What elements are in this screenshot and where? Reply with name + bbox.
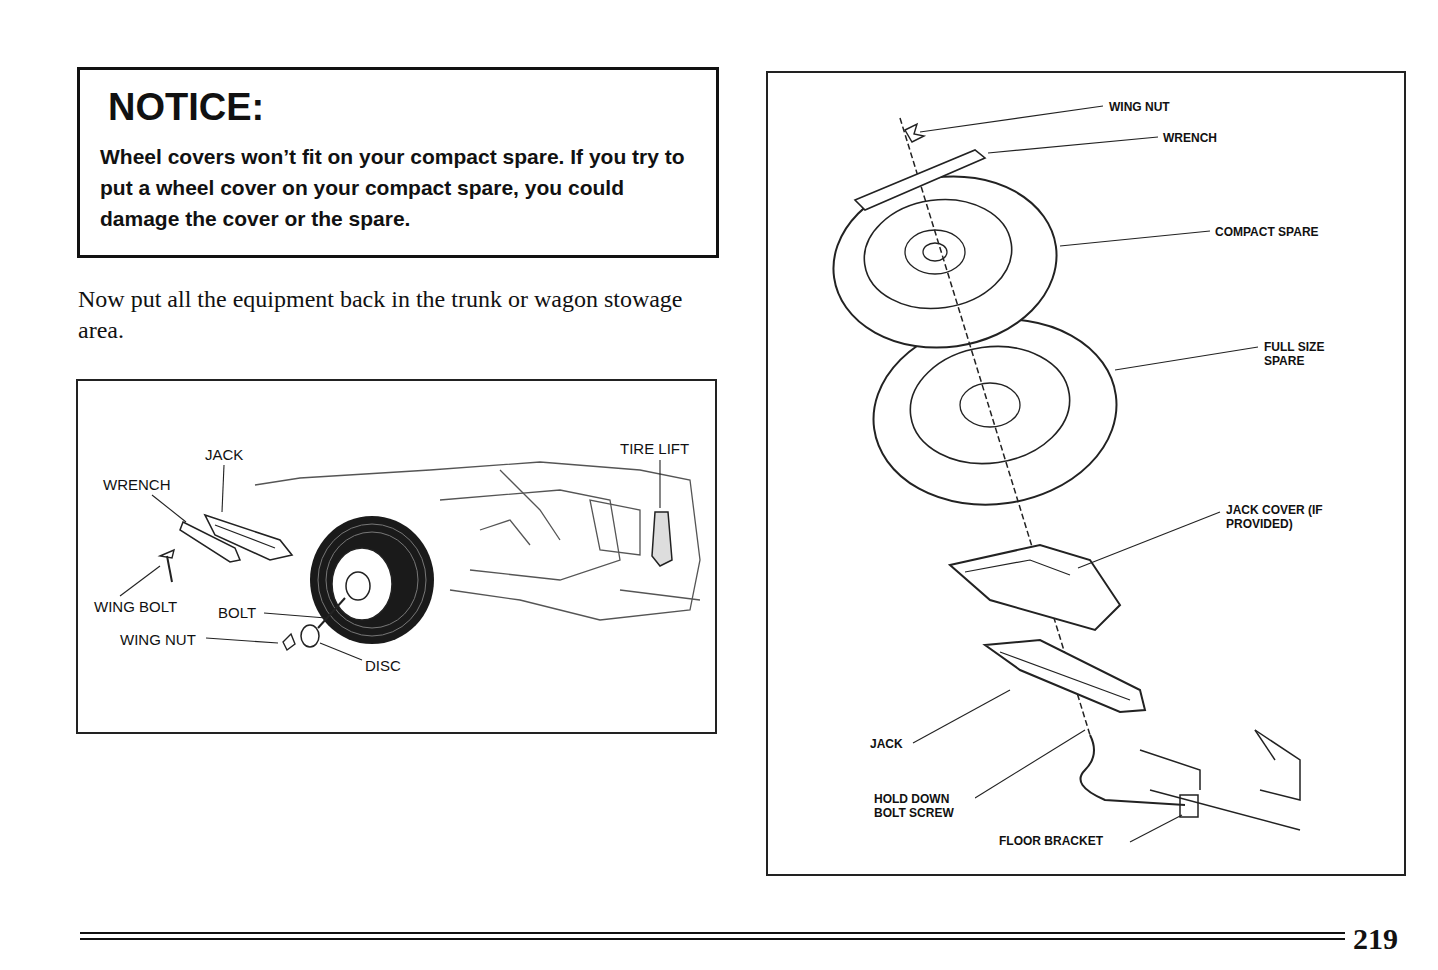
body-paragraph: Now put all the equipment back in the tr…	[77, 284, 719, 346]
part-label: DISC	[364, 657, 402, 674]
part-label: WING NUT	[1108, 100, 1171, 114]
part-label: HOLD DOWN BOLT SCREW	[873, 792, 975, 820]
part-label: JACK COVER (IF PROVIDED)	[1225, 503, 1337, 531]
part-label: BOLT	[217, 604, 257, 621]
part-label: JACK	[204, 446, 244, 463]
part-label: WING NUT	[119, 631, 197, 648]
part-label: FULL SIZE SPARE	[1263, 340, 1345, 368]
part-label: JACK	[869, 737, 904, 751]
part-label: TIRE LIFT	[619, 440, 690, 457]
notice-body: Wheel covers won’t fit on your compact s…	[100, 141, 698, 234]
part-label: FLOOR BRACKET	[998, 834, 1104, 848]
notice-box: NOTICE: Wheel covers won’t fit on your co…	[77, 67, 719, 258]
notice-heading: NOTICE:	[108, 86, 698, 129]
part-label: COMPACT SPARE	[1214, 225, 1320, 239]
part-label: WING BOLT	[93, 598, 178, 615]
part-label: WRENCH	[102, 476, 172, 493]
part-label: WRENCH	[1162, 131, 1218, 145]
page-number: 219	[1352, 922, 1399, 956]
